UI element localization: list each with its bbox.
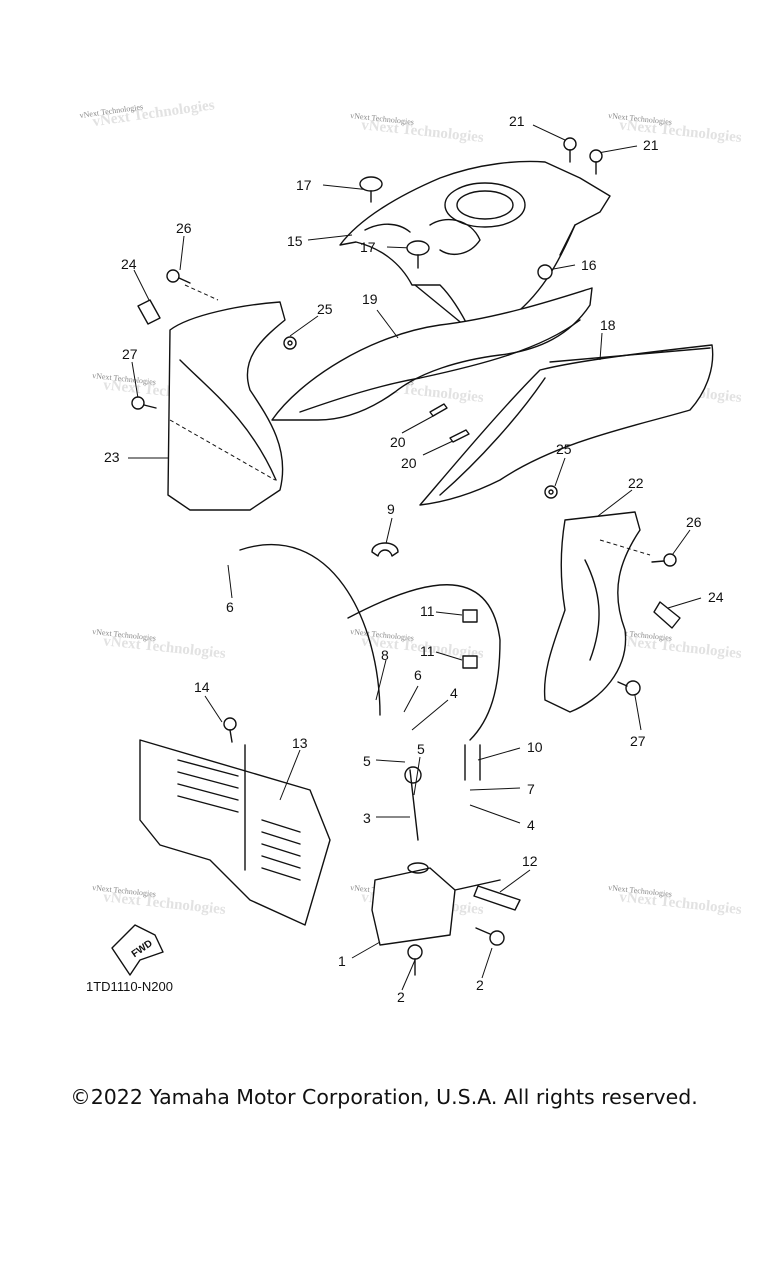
radiator-cap-tube bbox=[404, 766, 422, 841]
callout-5: 5 bbox=[363, 753, 371, 769]
callout-8: 8 bbox=[381, 647, 389, 663]
copyright-notice: ©2022 Yamaha Motor Corporation, U.S.A. A… bbox=[70, 1085, 698, 1109]
bolt bbox=[617, 680, 641, 696]
collar bbox=[544, 485, 558, 499]
side-cover-lower bbox=[419, 344, 714, 506]
damper bbox=[406, 240, 430, 269]
screw bbox=[563, 137, 577, 163]
callout-6: 6 bbox=[226, 599, 234, 615]
watermark: vNext Technologies vNext Technologies bbox=[608, 627, 743, 662]
callout-11: 11 bbox=[420, 643, 435, 659]
callout-17: 17 bbox=[360, 239, 376, 255]
watermark: vNext Technologies vNext Technologies bbox=[92, 627, 227, 662]
bracket bbox=[473, 885, 521, 911]
callout-14: 14 bbox=[194, 679, 210, 695]
callout-26: 26 bbox=[176, 220, 192, 236]
fwd-arrow: FWD bbox=[111, 924, 164, 976]
callout-19: 19 bbox=[362, 291, 378, 307]
bolt bbox=[407, 944, 423, 976]
callout-26: 26 bbox=[686, 514, 702, 530]
clip bbox=[653, 601, 681, 629]
reservoir-tank bbox=[371, 862, 501, 946]
leader-lines bbox=[128, 124, 702, 991]
callout-27: 27 bbox=[122, 346, 138, 362]
callout-6: 6 bbox=[414, 667, 422, 683]
callout-11: 11 bbox=[420, 603, 435, 619]
bolt bbox=[475, 927, 505, 946]
callout-2: 2 bbox=[397, 989, 405, 1005]
pad bbox=[429, 403, 448, 417]
callout-21: 21 bbox=[509, 113, 525, 129]
diagram-code: 1TD1110-N200 bbox=[86, 979, 173, 994]
callout-25: 25 bbox=[556, 441, 572, 457]
callouts: 1 2 2 3 4 4 5 5 6 6 7 8 9 10 11 11 12 13… bbox=[104, 113, 724, 1005]
callout-23: 23 bbox=[104, 449, 120, 465]
overflow-hose bbox=[239, 543, 501, 781]
watermark: vNext Technologies vNext Technologies bbox=[350, 111, 485, 146]
callout-4: 4 bbox=[450, 685, 458, 701]
callout-5: 5 bbox=[417, 741, 425, 757]
callout-24: 24 bbox=[708, 589, 724, 605]
watermark: vNext Technologies vNext Technologies bbox=[608, 111, 743, 146]
radiator-shroud-left bbox=[167, 301, 286, 511]
callout-13: 13 bbox=[292, 735, 308, 751]
pad bbox=[449, 429, 470, 443]
side-cover-upper bbox=[271, 287, 593, 421]
callout-17: 17 bbox=[296, 177, 312, 193]
callout-27: 27 bbox=[630, 733, 646, 749]
bolt bbox=[223, 717, 237, 743]
clamp bbox=[371, 542, 399, 557]
radiator-shroud-right bbox=[543, 511, 641, 713]
callout-2: 2 bbox=[476, 977, 484, 993]
nut bbox=[537, 264, 553, 280]
clamp bbox=[462, 655, 478, 669]
screw bbox=[589, 149, 603, 175]
clamp bbox=[462, 609, 478, 623]
callout-16: 16 bbox=[581, 257, 597, 273]
callout-12: 12 bbox=[522, 853, 538, 869]
callout-22: 22 bbox=[628, 475, 644, 491]
callout-9: 9 bbox=[387, 501, 395, 517]
clip bbox=[137, 299, 161, 325]
callout-25: 25 bbox=[317, 301, 333, 317]
watermark: vNext Technologies vNext Technologies bbox=[608, 883, 743, 918]
callout-20: 20 bbox=[401, 455, 417, 471]
radiator-guard bbox=[139, 739, 331, 926]
fasteners bbox=[131, 137, 681, 976]
callout-24: 24 bbox=[121, 256, 137, 272]
watermark: vNext Technologies vNext Technologies bbox=[79, 97, 216, 130]
radiator-grille bbox=[177, 759, 301, 881]
damper bbox=[359, 176, 383, 203]
callout-20: 20 bbox=[390, 434, 406, 450]
callout-18: 18 bbox=[600, 317, 616, 333]
callout-10: 10 bbox=[527, 739, 543, 755]
collar bbox=[283, 336, 297, 350]
bolt bbox=[131, 396, 157, 410]
callout-21: 21 bbox=[643, 137, 659, 153]
callout-3: 3 bbox=[363, 810, 371, 826]
bolt bbox=[166, 269, 191, 284]
callout-15: 15 bbox=[287, 233, 303, 249]
bolt bbox=[651, 553, 677, 567]
callout-4: 4 bbox=[527, 817, 535, 833]
callout-1: 1 bbox=[338, 953, 346, 969]
callout-7: 7 bbox=[527, 781, 535, 797]
watermark: vNext Technologies vNext Technologies bbox=[92, 883, 227, 918]
fuel-tank-cover bbox=[339, 160, 611, 331]
